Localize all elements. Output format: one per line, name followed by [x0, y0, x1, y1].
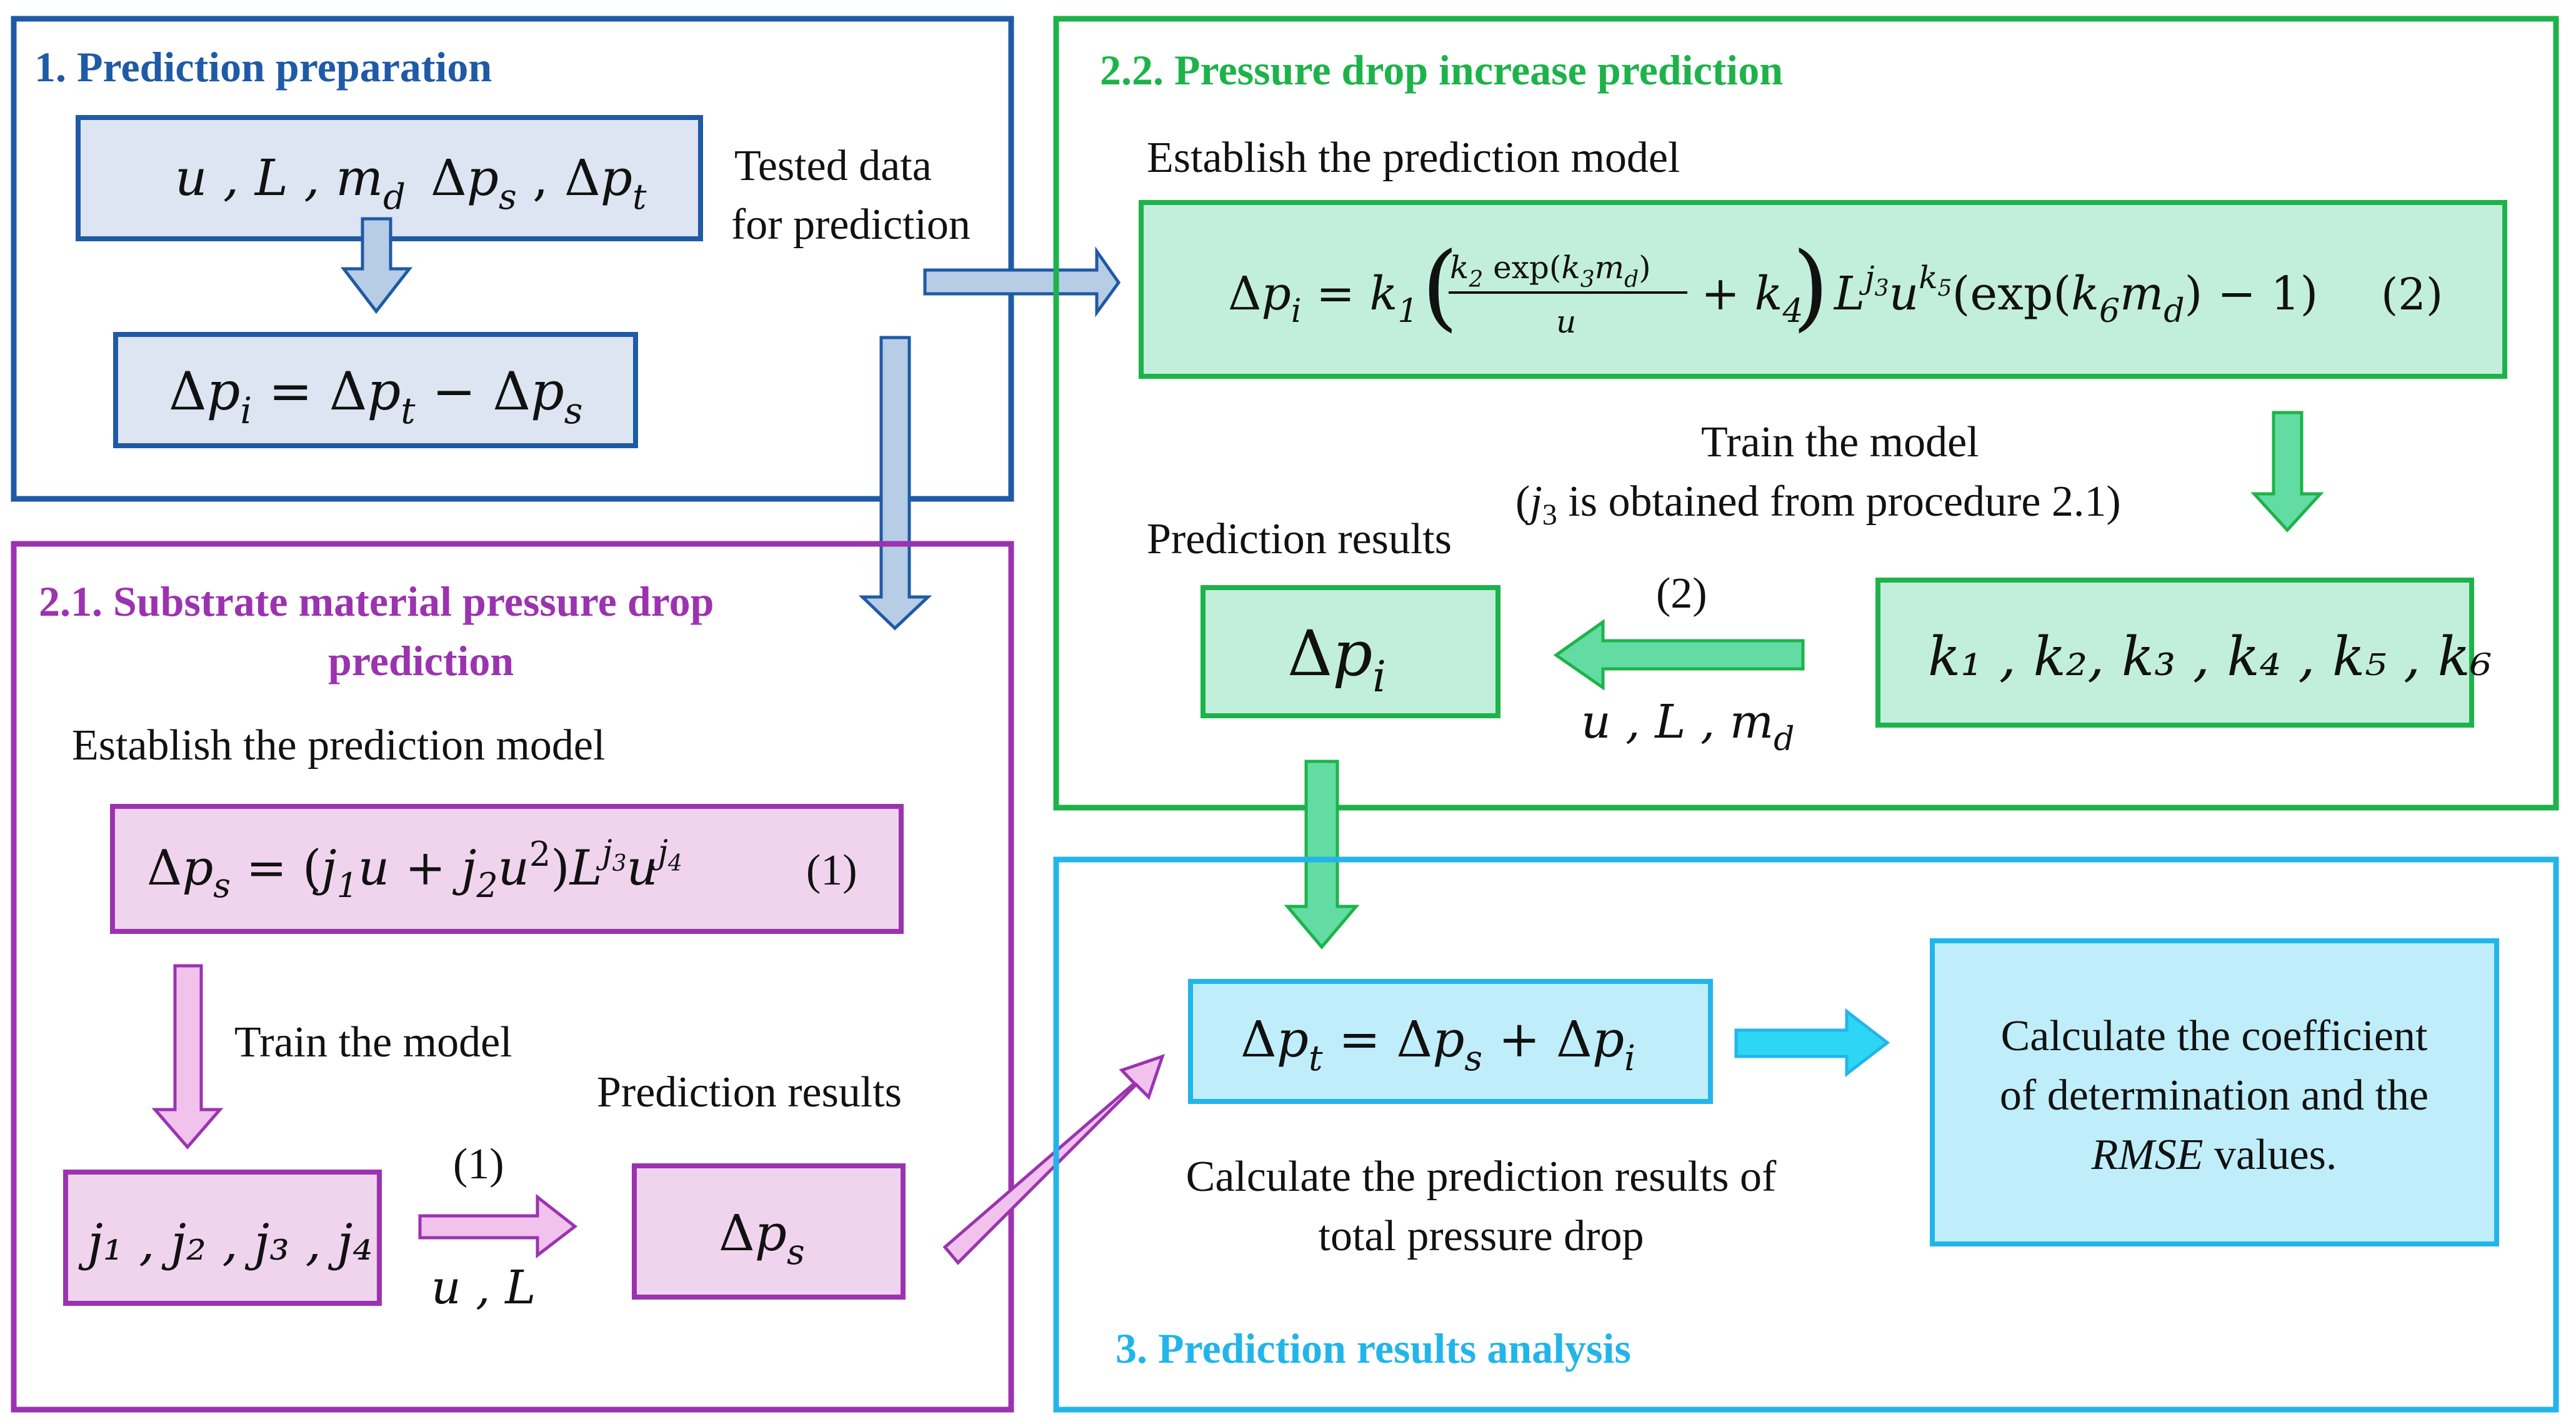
coef-text-2: of determination and the	[2000, 1071, 2429, 1120]
equation-2: Δpi = k1 ( k2 exp(k3md) u + k4 ) Lj3uk5(…	[1228, 233, 2443, 341]
k-params-box	[1875, 578, 2474, 728]
svg-text:Lj3uk5(exp(k6md) − 1): Lj3uk5(exp(k6md) − 1)	[1833, 259, 2318, 330]
tested-data-label-1: Tested data	[734, 142, 932, 190]
svg-text:+ k4: + k4	[1701, 267, 1803, 330]
prediction-results-label-21: Prediction results	[597, 1068, 902, 1116]
svg-text:(2): (2)	[2381, 269, 2443, 320]
arrow-down-train-22	[2250, 411, 2324, 533]
arrow-down-inputs	[340, 217, 413, 314]
section-21-frame	[11, 541, 1014, 1413]
coef-box	[1930, 938, 2499, 1246]
j-params-box	[63, 1170, 382, 1306]
inputs-u-L-md: u , L , md	[1581, 695, 1794, 758]
section-substrate-pressure-drop: 2.1. Substrate material pressure drop pr…	[11, 541, 1014, 1413]
equation-1-box	[110, 804, 904, 934]
train-model-label-22: Train the model	[1701, 418, 1979, 466]
section-1-frame	[11, 16, 1014, 502]
equation-1-tag: (1)	[806, 846, 857, 895]
svg-text:): )	[1792, 233, 1829, 341]
inputs-u-L: u , L	[431, 1261, 536, 1315]
section-results-analysis: Δpt = Δps + Δpi Calculate the coefficien…	[1053, 856, 2559, 1413]
arrow-down-to-section-3	[1284, 760, 1360, 950]
section-pressure-drop-increase: 2.2. Pressure drop increase prediction E…	[1053, 16, 2559, 811]
dp-s-result-box	[632, 1163, 906, 1300]
establish-model-label-22: Establish the prediction model	[1147, 134, 1680, 182]
dp-i-formula-box	[113, 332, 638, 448]
arrow-label-1: (1)	[453, 1140, 504, 1188]
section-3-frame	[1053, 856, 2559, 1413]
equation-1: Δps = (j1u + j2u2)Lj3uj4	[147, 834, 682, 905]
tested-data-label-2: for prediction	[731, 201, 971, 249]
establish-model-label-21: Establish the prediction model	[72, 721, 605, 770]
svg-text:k2 exp(k3md): k2 exp(k3md)	[1450, 249, 1651, 293]
equation-2-box	[1139, 200, 2507, 379]
svg-text:(: (	[1422, 233, 1459, 341]
arrow-right-to-dp-s	[418, 1193, 578, 1259]
coef-text-3: RMSE values.	[2091, 1131, 2337, 1179]
section-21-title-1: 2.1. Substrate material pressure drop	[39, 578, 714, 625]
arrow-left-to-result	[1553, 619, 1805, 691]
svg-text:Δpi = k1: Δpi = k1	[1228, 267, 1418, 330]
dp-s-result: Δps	[719, 1204, 805, 1273]
coef-text-1: Calculate the coefficient	[2001, 1012, 2428, 1060]
dp-i-formula: Δpi = Δpt − Δps	[169, 361, 583, 432]
dp-i-result-box	[1201, 585, 1500, 718]
arrow-label-2: (2)	[1656, 569, 1707, 618]
calc-total-text-2: total pressure drop	[1319, 1212, 1644, 1260]
section-22-title: 2.2. Pressure drop increase prediction	[1100, 46, 1783, 94]
train-model-label-21: Train the model	[234, 1018, 512, 1066]
prediction-results-label-22: Prediction results	[1147, 515, 1452, 563]
svg-text:u: u	[1556, 304, 1576, 340]
section-21-title-2: prediction	[328, 637, 514, 684]
dp-i-result: Δpi	[1287, 617, 1386, 702]
j-params: j₁ , j₂ , j₃ , j₄	[78, 1213, 372, 1271]
calc-total-text-1: Calculate the prediction results of	[1186, 1153, 1777, 1201]
total-dp-formula: Δpt = Δps + Δpi	[1241, 1010, 1635, 1079]
section-3-title: 3. Prediction results analysis	[1116, 1325, 1631, 1372]
arrow-to-section-22	[923, 246, 1121, 318]
k-params: k₁ , k₂, k₃ , k₄ , k₅ , k₆	[1928, 626, 2492, 688]
section-1-title: 1. Prediction preparation	[34, 43, 492, 91]
arrow-right-to-coef	[1734, 1008, 1890, 1078]
arrow-down-train-21	[151, 964, 224, 1150]
section-22-frame	[1053, 16, 2559, 811]
total-dp-formula-box	[1188, 979, 1713, 1104]
arrow-to-section-21	[858, 336, 932, 631]
train-model-note-22: (j3 is obtained from procedure 2.1)	[1515, 478, 2121, 531]
